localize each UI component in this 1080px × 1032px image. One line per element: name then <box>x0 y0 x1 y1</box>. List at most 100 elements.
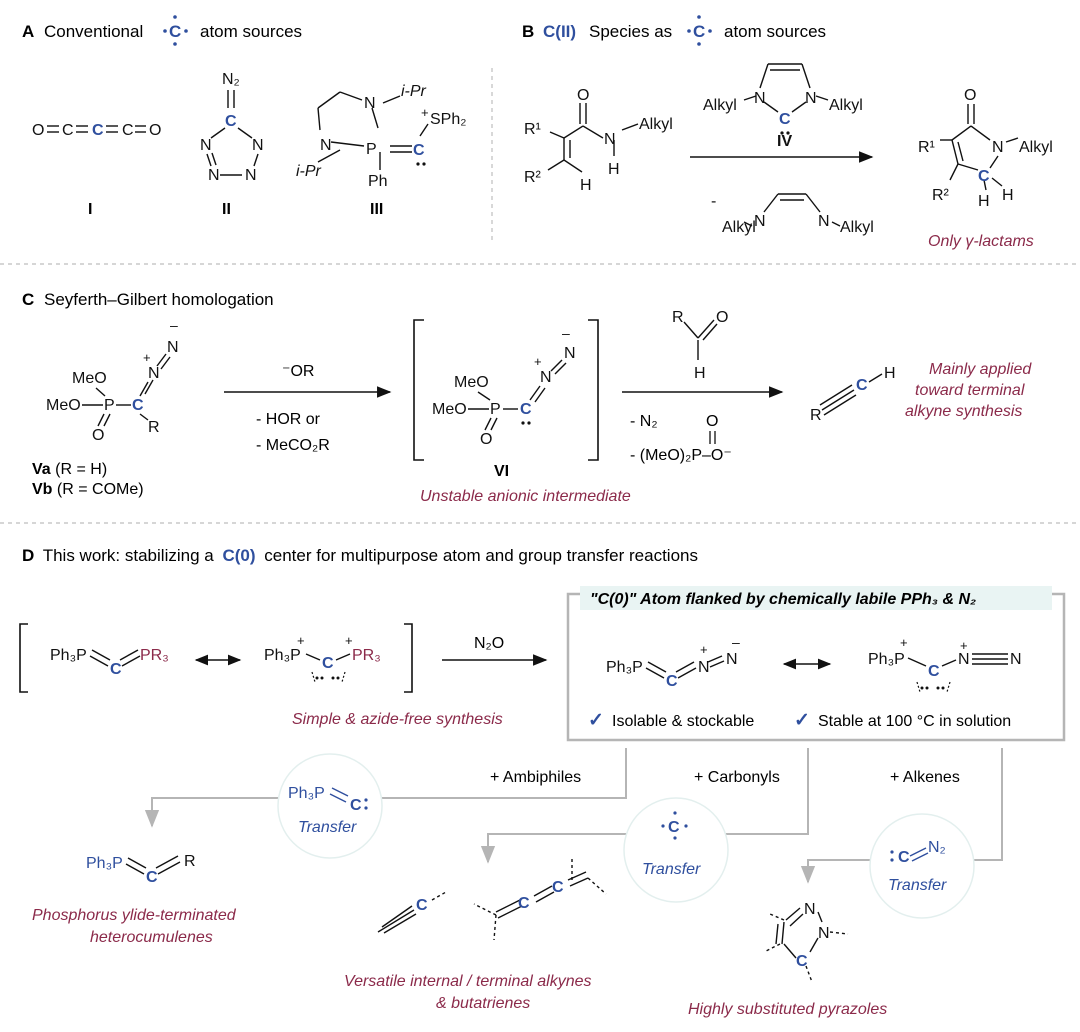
svg-text:–: – <box>562 325 570 341</box>
svg-text:N: N <box>200 137 212 154</box>
transfer-diazo-fragment: C N₂ Transfer <box>869 813 975 919</box>
svg-text:R: R <box>184 853 196 870</box>
arrow1-reagent: ⁻OR <box>282 363 314 380</box>
svg-text:N: N <box>805 90 817 107</box>
p2-caption-2: & butatrienes <box>436 995 530 1012</box>
panel-a-title: Conventional <box>44 22 143 41</box>
svg-text:Alkyl: Alkyl <box>1019 139 1053 156</box>
molecule-lactam: O N Alkyl R¹ R² C H H <box>918 87 1053 210</box>
svg-text:Ph₃P: Ph₃P <box>264 647 301 664</box>
molecule-pyrazole: N N C <box>763 901 849 983</box>
svg-text:N: N <box>754 213 766 230</box>
molecule-diazoylide: Ph₃P C N + N – <box>606 634 740 690</box>
molecule-heterocumulene: Ph₃P C R <box>86 853 196 886</box>
svg-text:N: N <box>818 213 830 230</box>
panel-b-title-strong: C(II) <box>543 22 576 41</box>
svg-text:MeO: MeO <box>46 397 81 414</box>
svg-text:C: C <box>898 849 910 866</box>
svg-text:IV: IV <box>777 133 792 150</box>
arrow2-phos-oxo: O <box>706 413 718 430</box>
molecule-cdp-zwitterion: Ph₃P + C + PR₃ <box>264 633 381 683</box>
svg-text:N: N <box>818 925 830 942</box>
svg-text:Ph: Ph <box>368 173 388 190</box>
svg-text:–: – <box>170 317 178 333</box>
svg-text:O: O <box>577 87 589 104</box>
panel-d-title: D This work: stabilizing a C(0) center f… <box>22 546 698 565</box>
svg-text:C: C <box>520 401 532 418</box>
svg-text:O: O <box>92 427 104 444</box>
svg-text:R²: R² <box>524 169 542 186</box>
svg-text:N: N <box>564 345 576 362</box>
molecule-aldehyde: R O H <box>672 309 728 382</box>
svg-text:Alkyl: Alkyl <box>703 97 737 114</box>
svg-text:C: C <box>122 122 134 139</box>
panel-a-letter: A <box>22 22 34 41</box>
svg-text:Ph₃P: Ph₃P <box>86 855 123 872</box>
svg-text:N: N <box>540 369 552 386</box>
n2o-reagent: N₂O <box>474 635 504 652</box>
svg-text:C: C <box>693 22 705 41</box>
molecule-intermediate-VI: MeO MeO P O C N + N – <box>432 325 576 448</box>
svg-text:Ph₃P: Ph₃P <box>50 647 87 664</box>
panel-a-title-suffix: atom sources <box>200 22 302 41</box>
svg-text:Transfer: Transfer <box>298 819 357 836</box>
panel-b-letter: B <box>522 22 534 41</box>
svg-text:SPh₂: SPh₂ <box>430 111 466 128</box>
svg-text:C: C <box>518 895 530 912</box>
svg-text:H: H <box>978 193 990 210</box>
svg-text:N: N <box>252 137 264 154</box>
svg-text:N₂: N₂ <box>222 71 240 88</box>
svg-text:MeO: MeO <box>454 374 489 391</box>
svg-text:Alkyl: Alkyl <box>639 116 673 133</box>
panel-b-caption: Only γ-lactams <box>928 233 1034 250</box>
check-2-text: Stable at 100 °C in solution <box>818 713 1011 730</box>
label-alkenes: + Alkenes <box>890 769 960 786</box>
svg-text:O: O <box>964 87 976 104</box>
svg-text:MeO: MeO <box>432 401 467 418</box>
svg-text:Alkyl: Alkyl <box>829 97 863 114</box>
svg-text:+: + <box>297 633 305 648</box>
bracket-d-left <box>19 623 28 693</box>
svg-text:i-Pr: i-Pr <box>401 83 427 100</box>
panel-b-title-suffix: atom sources <box>724 22 826 41</box>
synthesis-caption: Simple & azide-free synthesis <box>292 711 503 728</box>
panel-b-title: Species as <box>589 22 672 41</box>
panel-a: A Conventional C atom sources O C C C O … <box>22 15 466 218</box>
svg-text:Ph₃P: Ph₃P <box>288 785 325 802</box>
label-II: II <box>222 201 231 218</box>
svg-text:C: C <box>416 897 428 914</box>
molecule-bestmann-ohira: MeO MeO P O C R N + N – <box>46 317 179 444</box>
svg-text:O: O <box>480 431 492 448</box>
svg-text:PR₃: PR₃ <box>352 647 381 664</box>
check-1-icon: ✓ <box>588 710 604 731</box>
svg-text:H: H <box>1002 187 1014 204</box>
svg-text:C: C <box>146 869 158 886</box>
svg-text:MeO: MeO <box>72 370 107 387</box>
svg-text:C: C <box>169 22 181 41</box>
label-VI: VI <box>494 463 509 480</box>
svg-text:C: C <box>666 673 678 690</box>
panel-d: D This work: stabilizing a C(0) center f… <box>19 546 1066 1018</box>
svg-text:N: N <box>698 659 710 676</box>
svg-text:+: + <box>700 642 708 657</box>
svg-text:P: P <box>366 141 377 158</box>
panel-c-caption-3: alkyne synthesis <box>905 403 1022 420</box>
svg-text:C: C <box>225 113 237 130</box>
svg-text:R: R <box>672 309 684 326</box>
svg-text:P: P <box>104 397 115 414</box>
svg-text:O: O <box>716 309 728 326</box>
molecule-diazadiene: - N N Alkyl Alkyl <box>711 193 874 236</box>
label-vb: Vb (R = COMe) <box>32 481 144 498</box>
svg-text:C: C <box>856 377 868 394</box>
svg-text:+: + <box>900 635 908 650</box>
c0-box-title: "C(0)" Atom flanked by chemically labile… <box>590 591 976 608</box>
molecule-diazoylide-zwitterion: Ph₃P + C + N N <box>868 635 1022 693</box>
svg-text:N: N <box>167 339 179 356</box>
svg-text:+: + <box>421 105 429 120</box>
svg-text:N: N <box>604 131 616 148</box>
check-1-text: Isolable & stockable <box>612 713 754 730</box>
svg-text:O: O <box>32 122 44 139</box>
svg-text:C: C <box>62 122 74 139</box>
panel-c: C Seyferth–Gilbert homologation MeO MeO … <box>22 290 1032 505</box>
